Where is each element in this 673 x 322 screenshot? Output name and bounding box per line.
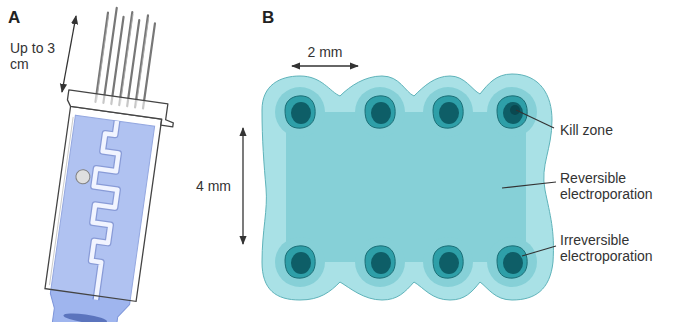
housing-highlight	[49, 117, 73, 285]
housing	[45, 106, 162, 301]
panel-letter: A	[8, 8, 20, 28]
length-arrow	[62, 16, 76, 92]
width-arrow	[292, 65, 358, 66]
callout-label: Reversible electroporation	[560, 170, 668, 202]
handle-shadow	[63, 311, 108, 322]
electrodes	[285, 96, 527, 278]
height-arrow	[242, 128, 243, 244]
needle-highlights	[97, 11, 149, 106]
callout-label: Kill zone	[560, 122, 613, 138]
housing-collar	[66, 90, 176, 127]
needles	[95, 7, 156, 109]
dimension-label: Up to 3 cm	[10, 40, 58, 72]
callout-label: Irreversible electroporation	[560, 232, 668, 264]
dimension-label: 4 mm	[196, 178, 236, 194]
panel-letter: B	[262, 8, 274, 28]
leader-lines	[502, 110, 556, 256]
dimension-label: 2 mm	[308, 44, 343, 60]
reversible-zone-inner	[275, 87, 537, 287]
electrode-device	[35, 3, 188, 322]
